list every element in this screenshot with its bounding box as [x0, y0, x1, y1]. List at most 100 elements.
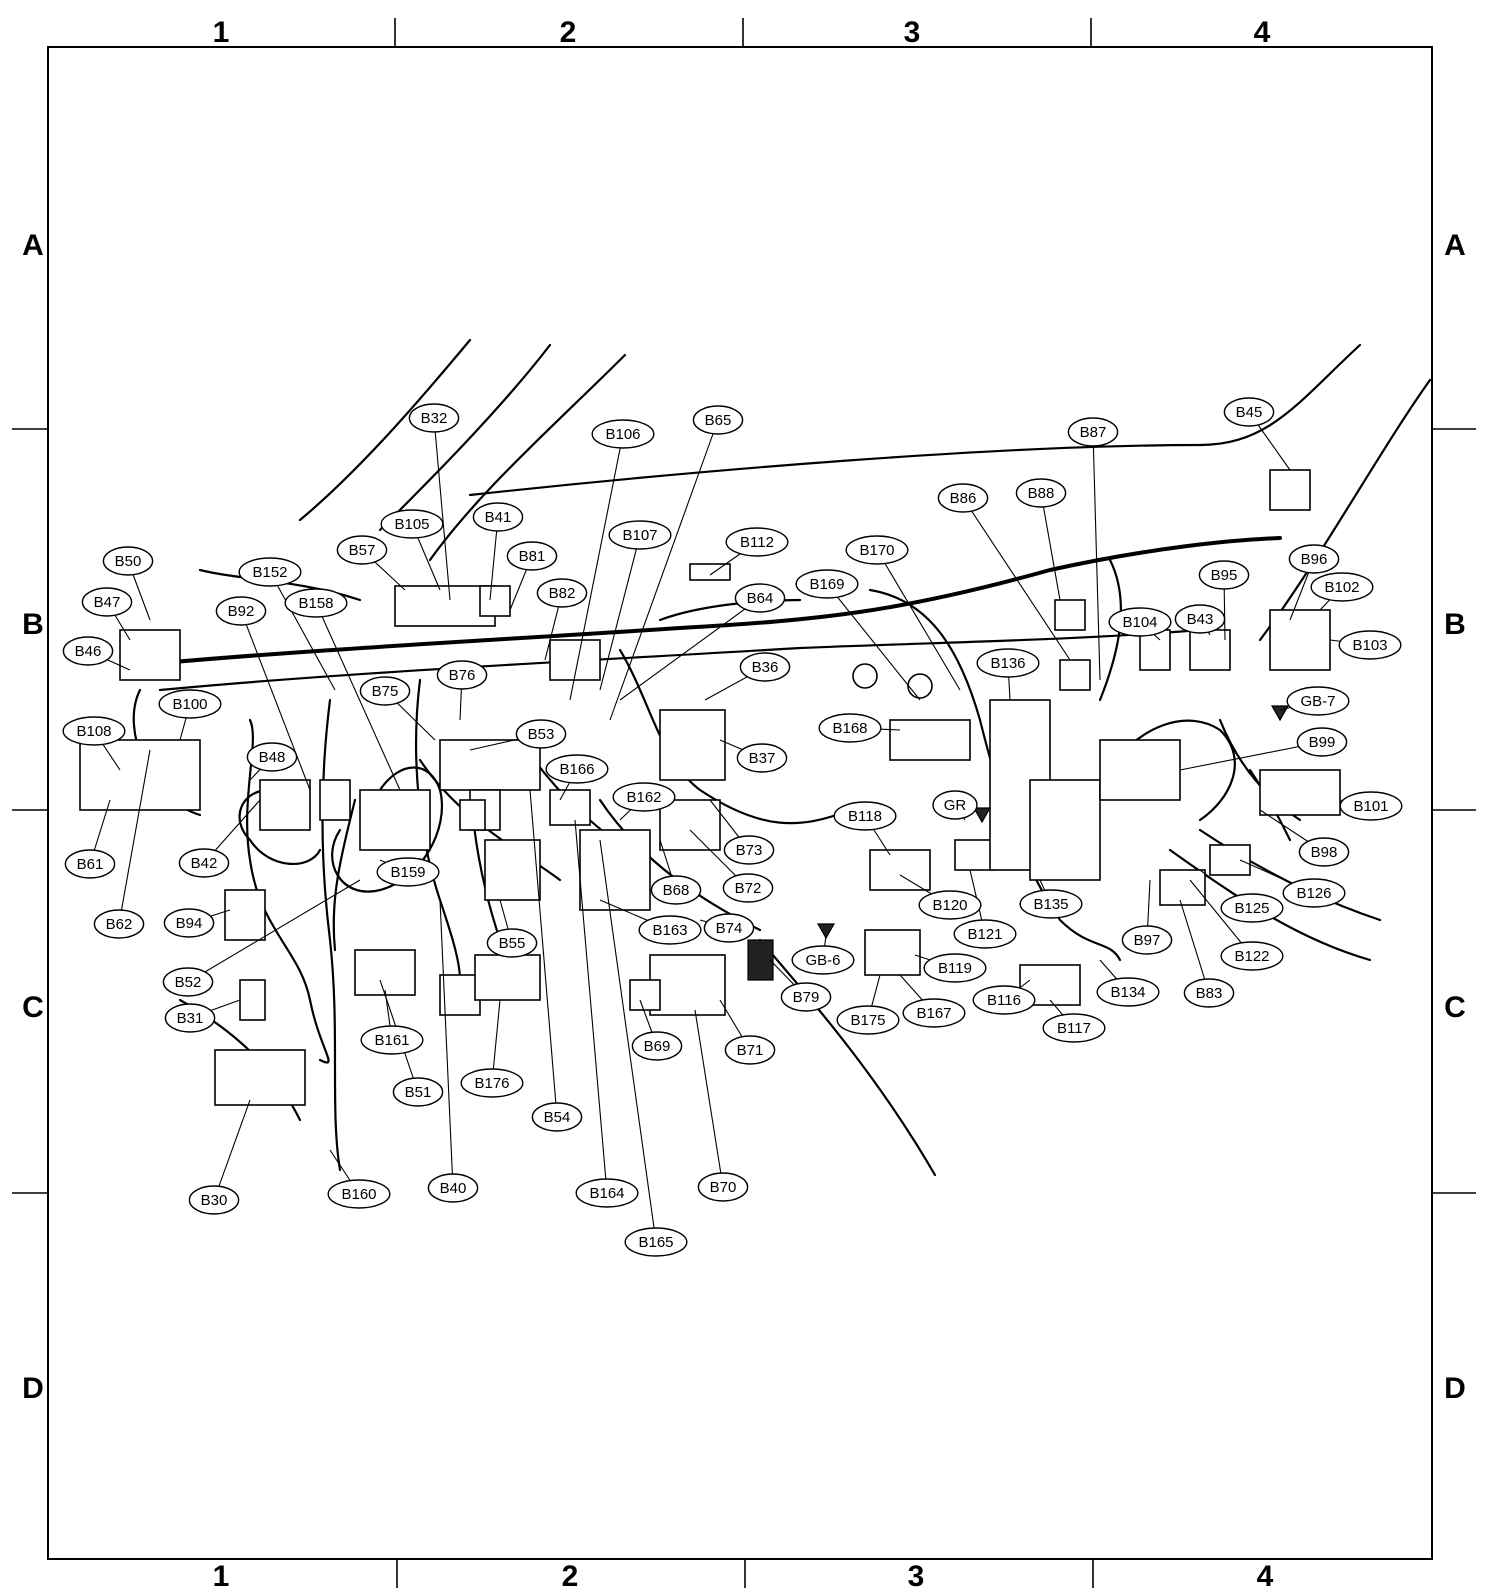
connector-label: B94 [176, 915, 203, 932]
column-label-top: 3 [904, 16, 921, 49]
wire-harness [132, 338, 1432, 1177]
connector-label: B86 [950, 490, 977, 507]
connector-label: B73 [736, 842, 763, 859]
connector-callout: B112 [725, 527, 789, 557]
callout-bubble [1108, 607, 1172, 637]
connector-label: B37 [749, 750, 776, 767]
callout-bubble [937, 483, 989, 513]
connector-callout: B52 [162, 967, 214, 997]
callout-leader-line [1092, 431, 1101, 681]
callout-bubble [93, 909, 145, 939]
callout-bubble [536, 578, 588, 608]
connector-label: B176 [474, 1075, 509, 1092]
connector-label: B103 [1352, 637, 1387, 654]
connector-callout: B120 [918, 890, 982, 920]
callout-leader-line [1179, 899, 1210, 994]
connector-label: B106 [605, 426, 640, 443]
connector-label: GB-6 [805, 952, 840, 969]
row-ticks-left [12, 428, 48, 1194]
connector-label: B95 [1211, 567, 1238, 584]
row-ticks-right [1432, 428, 1476, 1194]
connector-label: B167 [916, 1005, 951, 1022]
connector-label: B53 [528, 726, 555, 743]
connector-label: B87 [1080, 424, 1107, 441]
callout-leader-line [962, 497, 1071, 661]
connector-callout: B107 [608, 520, 672, 550]
connector-label: B43 [1187, 611, 1214, 628]
connector-label: B120 [932, 897, 967, 914]
callout-bubble [238, 557, 302, 587]
callout-leader-line [269, 571, 336, 691]
connector-label: B170 [859, 542, 894, 559]
connector-callout: B160 [327, 1179, 391, 1209]
callout-bubble [795, 569, 859, 599]
connector-label: B161 [374, 1032, 409, 1049]
callout-bubble [515, 719, 567, 749]
connector-label: B40 [440, 1180, 467, 1197]
connector-label: B135 [1033, 896, 1068, 913]
callout-bubble [163, 908, 215, 938]
connector-label: B105 [394, 516, 429, 533]
callout-bubble [902, 998, 966, 1028]
callout-leader-line [826, 583, 921, 701]
callout-bubble [923, 953, 987, 983]
connector-label: B101 [1353, 798, 1388, 815]
connector-label: B79 [793, 989, 820, 1006]
connector-callout: B87 [1067, 417, 1119, 447]
connector-block [459, 799, 486, 831]
connector-block [629, 979, 661, 1011]
connector-callout: B126 [1282, 878, 1346, 908]
connector-block [119, 629, 181, 681]
connector-callout: B118 [833, 801, 897, 831]
grommet [852, 663, 878, 689]
connector-callout: B43 [1174, 604, 1226, 634]
callout-leader-line [433, 417, 451, 601]
connector-block [359, 789, 431, 851]
callout-bubble [460, 1068, 524, 1098]
connector-block [1099, 739, 1181, 801]
connector-callout: B170 [845, 535, 909, 565]
grommet [907, 673, 933, 699]
connector-callout: B46 [62, 636, 114, 666]
callout-bubble [1298, 837, 1350, 867]
callout-bubble [1282, 878, 1346, 908]
connector-label: B99 [1309, 734, 1336, 751]
connector-label: B45 [1236, 404, 1263, 421]
connector-callout: B105 [380, 509, 444, 539]
callout-leader-line [609, 419, 719, 721]
connector-label: B98 [1311, 844, 1338, 861]
connector-callout: B69 [631, 1031, 683, 1061]
callout-bubble [1067, 417, 1119, 447]
connector-callout: B42 [178, 848, 230, 878]
callout-leader-line [187, 879, 361, 983]
callout-bubble [1019, 889, 1083, 919]
ground-point [816, 923, 836, 940]
connector-callout: B165 [624, 1227, 688, 1257]
row-label-left: A [22, 229, 44, 262]
connector-label: B117 [1057, 1020, 1091, 1037]
connector-callout: B45 [1223, 397, 1275, 427]
connector-callout: B176 [460, 1068, 524, 1098]
connector-label: B116 [987, 992, 1021, 1009]
connector-callout: B169 [795, 569, 859, 599]
connector-label: B71 [737, 1042, 764, 1059]
connector-callout: B98 [1298, 837, 1350, 867]
connector-label: B97 [1134, 932, 1161, 949]
callout-leader-line [529, 789, 558, 1118]
connector-callout: B134 [1096, 977, 1160, 1007]
callout-bubble [392, 1077, 444, 1107]
connector-label: B55 [499, 935, 526, 952]
connector-callout: B47 [81, 587, 133, 617]
ground-point [1270, 705, 1290, 722]
connector-block [439, 739, 541, 791]
callout-bubble [64, 849, 116, 879]
connector-label: B65 [705, 412, 732, 429]
callout-bubble [188, 1185, 240, 1215]
connector-label: B158 [298, 595, 333, 612]
connector-callout: B54 [531, 1102, 583, 1132]
column-label-top: 1 [213, 16, 230, 49]
connector-label: B62 [106, 916, 133, 933]
callout-bubble [284, 588, 348, 618]
connector-block [649, 954, 726, 1016]
callout-leader-line [439, 899, 454, 1189]
